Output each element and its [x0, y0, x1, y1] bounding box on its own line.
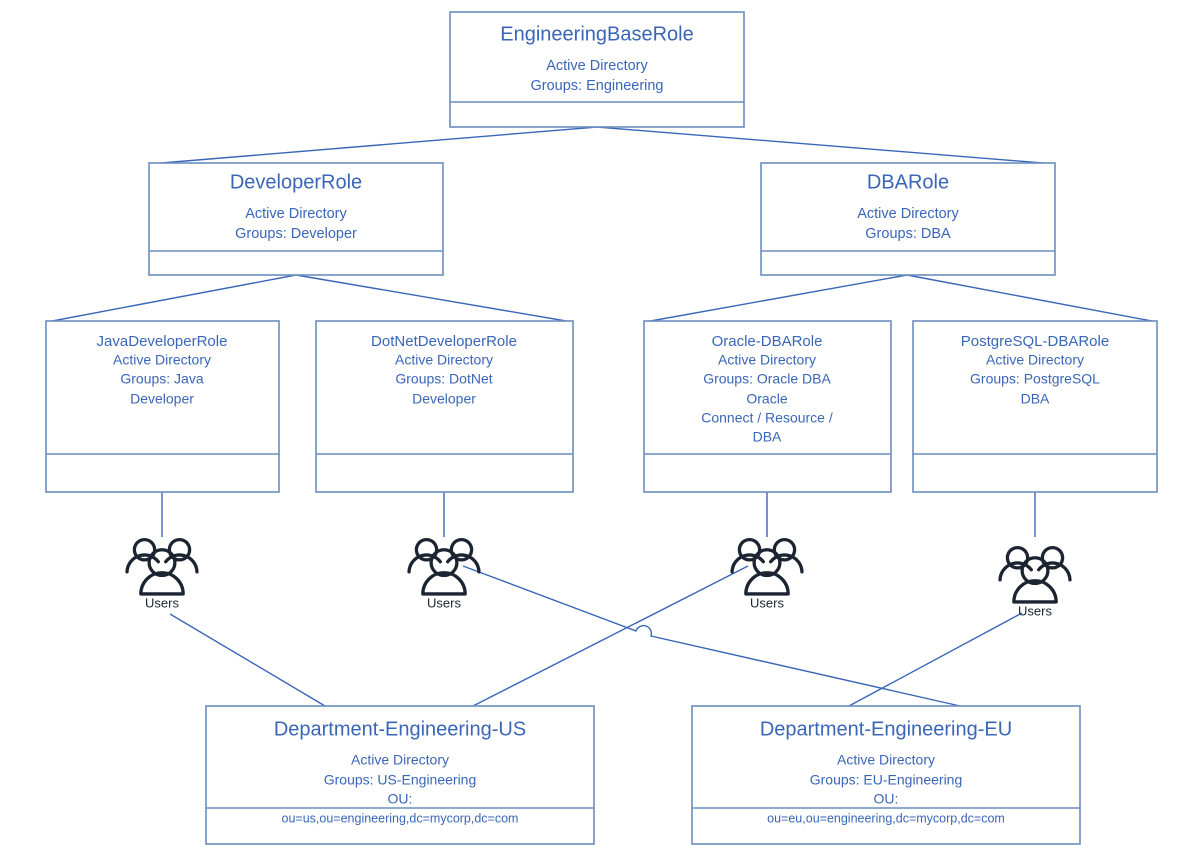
- node-box: [449, 11, 745, 128]
- node-body-line: Active Directory: [718, 352, 816, 368]
- node-body-line: Active Directory: [546, 58, 648, 74]
- node-body-line: OU:: [874, 791, 899, 807]
- node-body-line: Connect / Resource /: [701, 410, 833, 426]
- node-body-line: Groups: Engineering: [531, 78, 664, 94]
- edge-developer-to-java: [46, 274, 297, 323]
- node-title: Oracle-DBARole: [712, 333, 823, 350]
- users-group-icon: [730, 537, 804, 596]
- node-footer-dn: ou=eu,ou=engineering,dc=mycorp,dc=com: [767, 811, 1005, 825]
- node-body-line: Groups: Java: [120, 371, 203, 387]
- users-group-postgresql[interactable]: Users: [998, 545, 1072, 619]
- node-box: [315, 320, 574, 493]
- node-department-engineering-us[interactable]: Department-Engineering-US Active Directo…: [205, 705, 595, 845]
- node-box: [148, 162, 444, 276]
- node-body-line: Groups: DBA: [865, 226, 951, 242]
- node-body-line: Groups: DotNet: [395, 371, 492, 387]
- edge-users-oracle-to-dept-us: [472, 565, 749, 707]
- users-group-java[interactable]: Users: [125, 537, 199, 611]
- node-body-line: Active Directory: [395, 352, 493, 368]
- node-department-engineering-eu[interactable]: Department-Engineering-EU Active Directo…: [691, 705, 1081, 845]
- node-body-line: OU:: [388, 791, 413, 807]
- edge-layer: [46, 126, 1158, 707]
- users-group-icon: [407, 537, 481, 596]
- users-group-label: Users: [427, 595, 461, 610]
- node-java-developer-role[interactable]: JavaDeveloperRole Active Directory Group…: [45, 320, 280, 493]
- node-body-line: DBA: [753, 429, 782, 445]
- users-group-label: Users: [145, 595, 179, 610]
- node-body-line: Groups: Oracle DBA: [703, 371, 831, 387]
- node-title: EngineeringBaseRole: [500, 23, 693, 45]
- node-body-line: Active Directory: [857, 206, 959, 222]
- node-body-line: Active Directory: [351, 752, 449, 768]
- node-box: [45, 320, 280, 493]
- edge-base-to-dba: [596, 126, 1056, 165]
- edge-users-dotnet-to-dept-eu: [462, 565, 961, 707]
- node-postgresql-dba-role[interactable]: PostgreSQL-DBARole Active Directory Grou…: [912, 320, 1158, 493]
- users-group-icon: [125, 537, 199, 596]
- node-body-line: Groups: EU-Engineering: [810, 772, 963, 788]
- node-body-line: Groups: US-Engineering: [324, 772, 477, 788]
- users-group-dotnet[interactable]: Users: [407, 537, 481, 611]
- edge-developer-to-dotnet: [295, 274, 573, 323]
- node-box: [643, 320, 892, 493]
- node-body-line: Groups: PostgreSQL: [970, 371, 1100, 387]
- edge-users-postgresql-to-dept-eu: [848, 612, 1023, 707]
- users-group-oracle[interactable]: Users: [730, 537, 804, 611]
- node-box: [760, 162, 1056, 276]
- node-box: [691, 705, 1081, 845]
- node-body-line: Developer: [130, 391, 194, 407]
- users-group-label: Users: [1018, 603, 1052, 618]
- node-body-line: Active Directory: [986, 352, 1084, 368]
- edge-dba-to-oracle: [644, 274, 908, 323]
- node-body-line: Active Directory: [837, 752, 935, 768]
- node-box: [912, 320, 1158, 493]
- node-body-line: Developer: [412, 391, 476, 407]
- node-title: Department-Engineering-US: [274, 718, 526, 740]
- node-dotnet-developer-role[interactable]: DotNetDeveloperRole Active Directory Gro…: [315, 320, 574, 493]
- users-group-label: Users: [750, 595, 784, 610]
- node-oracle-dba-role[interactable]: Oracle-DBARole Active Directory Groups: …: [643, 320, 892, 493]
- edge-base-to-developer: [148, 126, 598, 165]
- edge-users-java-to-dept-us: [169, 613, 326, 707]
- node-body-line: Groups: Developer: [235, 226, 357, 242]
- node-title: DotNetDeveloperRole: [371, 333, 517, 350]
- node-box: [205, 705, 595, 845]
- node-body-line: Active Directory: [113, 352, 211, 368]
- node-body-line: DBA: [1021, 391, 1050, 407]
- users-group-icon: [998, 545, 1072, 604]
- node-title: JavaDeveloperRole: [97, 333, 228, 350]
- node-developer-role[interactable]: DeveloperRole Active Directory Groups: D…: [148, 162, 444, 276]
- node-body-line: Oracle: [746, 391, 787, 407]
- node-title: DBARole: [867, 171, 949, 193]
- node-dba-role[interactable]: DBARole Active Directory Groups: DBA: [760, 162, 1056, 276]
- edge-dba-to-postgresql: [906, 274, 1158, 323]
- node-body-line: Active Directory: [245, 206, 347, 222]
- node-title: DeveloperRole: [230, 171, 362, 193]
- node-footer-dn: ou=us,ou=engineering,dc=mycorp,dc=com: [282, 811, 519, 825]
- node-title: PostgreSQL-DBARole: [961, 333, 1109, 350]
- node-engineering-base-role[interactable]: EngineeringBaseRole Active Directory Gro…: [449, 11, 745, 128]
- node-title: Department-Engineering-EU: [760, 718, 1012, 740]
